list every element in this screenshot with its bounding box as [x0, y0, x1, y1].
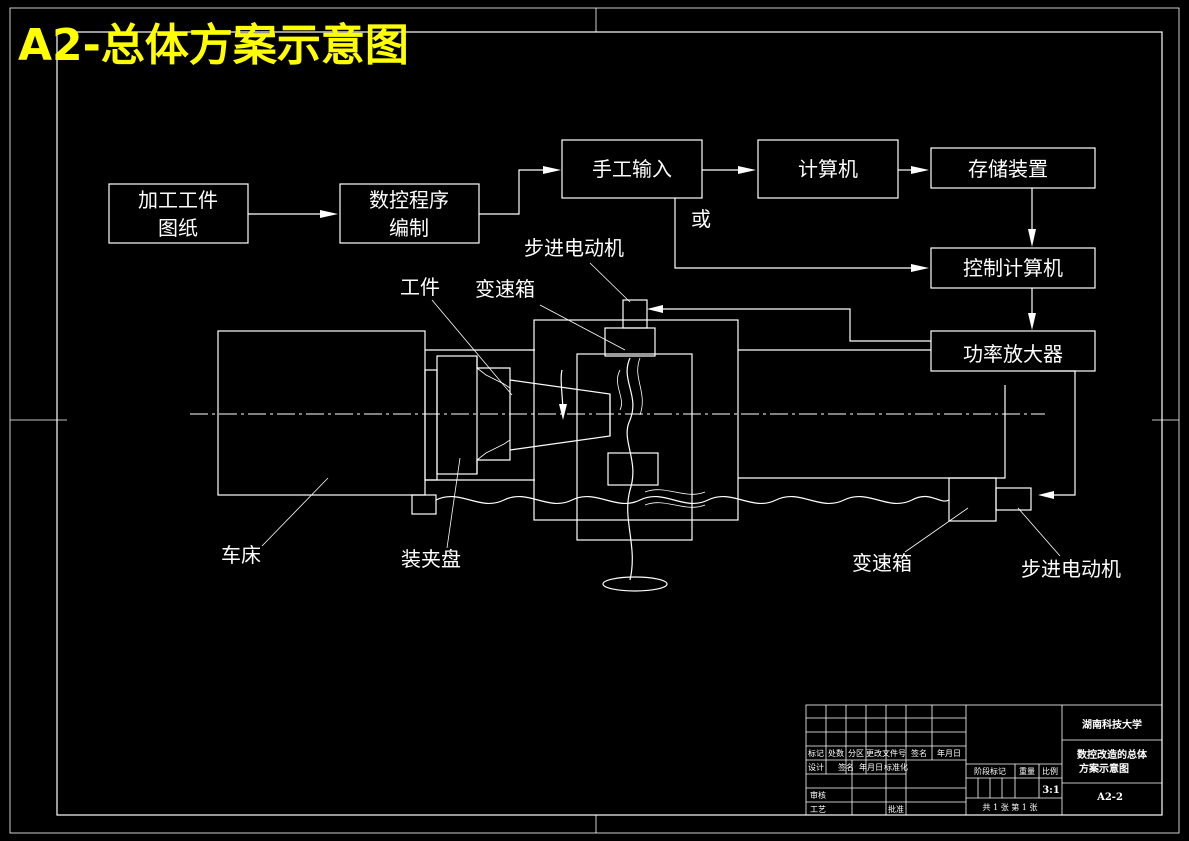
stepper-top-label: 步进电动机 — [524, 236, 624, 260]
power-amp-label: 功率放大器 — [963, 342, 1063, 366]
sheet-count: 共 1 张 第 1 张 — [983, 802, 1038, 812]
design-col-4: 标准化 — [884, 762, 908, 772]
mark-col-1: 标记 — [808, 748, 824, 758]
mark-col-5: 签名 — [911, 748, 927, 758]
drawing-paper-line1: 加工工件 — [138, 188, 218, 212]
col-stage: 阶段标记 — [974, 766, 1006, 776]
col-ratio: 比例 — [1042, 766, 1058, 776]
flow-box-control-computer: 控制计算机 — [930, 247, 1096, 289]
storage-label: 存储装置 — [968, 157, 1048, 181]
chuck-label: 装夹盘 — [401, 547, 461, 571]
mark-col-3: 分区 — [848, 749, 864, 758]
drawing-name-line1: 数控改造的总体 — [1077, 748, 1148, 761]
design-col-2: 签名 — [838, 762, 854, 772]
flow-box-drawing-paper: 加工工件 图纸 — [108, 183, 249, 244]
gearbox-right-label: 变速箱 — [852, 551, 912, 575]
or-label: 或 — [691, 207, 711, 231]
review-label: 审核 — [810, 790, 826, 800]
col-weight: 重量 — [1019, 766, 1035, 776]
flow-box-manual-input: 手工输入 — [561, 139, 703, 199]
workpiece-label: 工件 — [400, 275, 440, 299]
carriage-gearbox — [533, 299, 739, 592]
lathe-label: 车床 — [221, 543, 261, 567]
title-block — [805, 704, 1163, 816]
flow-arrows — [248, 166, 1076, 499]
lathe-body — [217, 330, 535, 515]
nc-program-line1: 数控程序 — [369, 188, 449, 212]
right-bed — [738, 385, 1032, 522]
lead-screw — [435, 495, 950, 505]
mark-col-2: 处数 — [828, 748, 844, 758]
outer-frame — [9, 7, 1180, 834]
control-computer-label: 控制计算机 — [963, 256, 1063, 280]
flow-box-nc-program: 数控程序 编制 — [339, 183, 480, 244]
drawing-paper-line2: 图纸 — [158, 216, 198, 240]
flow-box-power-amp: 功率放大器 — [930, 330, 1096, 372]
manual-input-label: 手工输入 — [592, 157, 672, 181]
approve-label: 批准 — [888, 804, 904, 814]
centering-marks — [10, 8, 1179, 833]
inner-frame — [56, 31, 1163, 816]
drawing-number: A2-2 — [1096, 792, 1123, 803]
stepper-right-label: 步进电动机 — [1021, 557, 1121, 581]
scale-value: 3:1 — [1042, 785, 1060, 796]
drawing-name-line2: 方案示意图 — [1079, 762, 1129, 775]
workpiece-cone — [509, 379, 611, 451]
flow-box-computer: 计算机 — [757, 139, 899, 199]
mark-col-6: 年月日 — [937, 748, 961, 758]
computer-label: 计算机 — [798, 157, 858, 181]
school-name: 湖南科技大学 — [1082, 718, 1142, 731]
gearbox-top-label: 变速箱 — [475, 277, 535, 301]
design-col-3: 年月日 — [859, 762, 883, 772]
flow-box-storage: 存储装置 — [930, 147, 1096, 189]
nc-program-line2: 编制 — [389, 216, 429, 240]
drawing-title: A2-总体方案示意图 — [18, 20, 409, 71]
chuck — [436, 355, 511, 475]
design-col-1: 设计 — [808, 762, 824, 772]
process-label: 工艺 — [810, 805, 826, 814]
mark-col-4: 更改文件号 — [866, 748, 906, 758]
